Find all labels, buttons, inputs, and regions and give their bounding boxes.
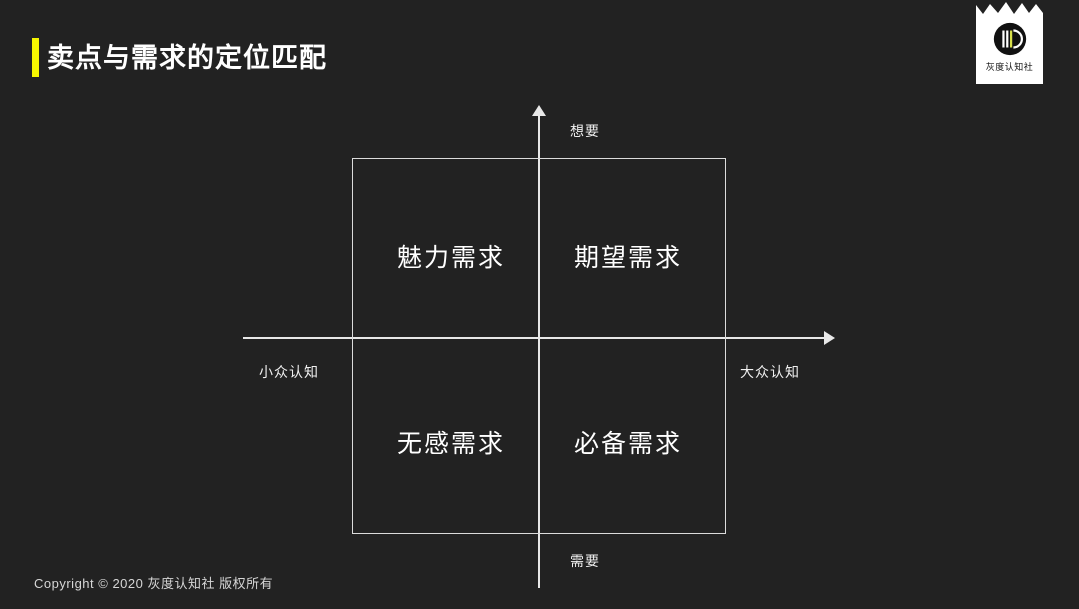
x-axis-label-left: 小众认知 bbox=[259, 364, 319, 380]
y-axis-label-top: 想要 bbox=[570, 123, 600, 139]
quadrant-box bbox=[352, 158, 726, 534]
x-axis-arrow-icon bbox=[824, 331, 835, 345]
zigzag-mountain-icon bbox=[976, 0, 1043, 14]
copyright-footer: Copyright © 2020 灰度认知社 版权所有 bbox=[34, 576, 274, 591]
circular-monogram-icon bbox=[993, 22, 1026, 56]
y-axis-arrow-icon bbox=[532, 105, 546, 116]
y-axis-line bbox=[538, 114, 540, 588]
page-title: 卖点与需求的定位匹配 bbox=[47, 43, 327, 73]
y-axis-label-bottom: 需要 bbox=[570, 553, 600, 569]
quadrant-label-top-right: 期望需求 bbox=[573, 244, 682, 272]
quadrant-label-bottom-left: 无感需求 bbox=[396, 430, 505, 458]
brand-logo: 灰度认知社 bbox=[976, 0, 1043, 84]
title-accent-bar bbox=[32, 38, 39, 77]
quadrant-label-bottom-right: 必备需求 bbox=[573, 430, 682, 458]
x-axis-label-right: 大众认知 bbox=[740, 364, 800, 380]
x-axis-line bbox=[243, 337, 826, 339]
brand-logo-text: 灰度认知社 bbox=[985, 62, 1034, 72]
quadrant-label-top-left: 魅力需求 bbox=[396, 244, 505, 272]
